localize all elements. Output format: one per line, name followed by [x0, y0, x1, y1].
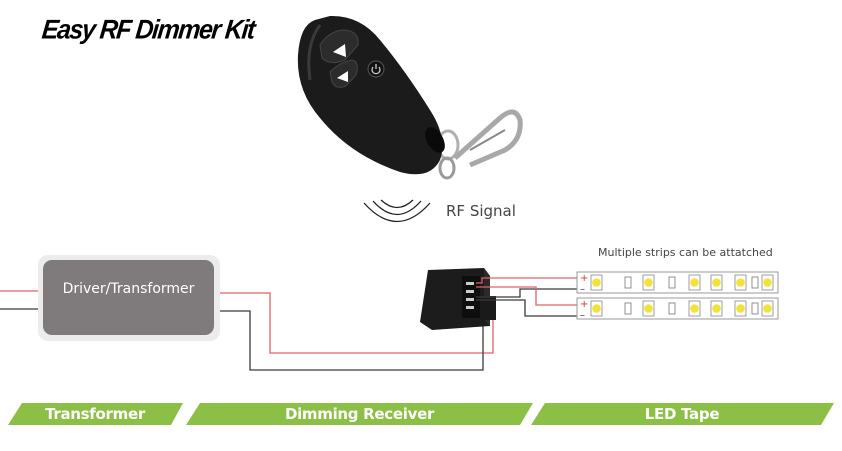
- led-light: [736, 304, 745, 313]
- keyring-icon: [436, 109, 523, 180]
- strip1-negative-wire: [476, 288, 580, 298]
- rf-signal-icon: [363, 199, 431, 223]
- led-light: [644, 278, 653, 287]
- resistor: [624, 302, 632, 315]
- band-label-dimming-receiver: Dimming Receiver: [284, 405, 435, 423]
- led-light: [763, 278, 772, 287]
- driver-label: Driver/Transformer: [62, 280, 195, 297]
- resistor: [668, 302, 676, 315]
- resistor: [751, 276, 759, 289]
- band-dimming-receiver: [186, 403, 533, 425]
- led-light: [592, 304, 601, 313]
- band-label-transformer: Transformer: [45, 405, 145, 423]
- led-light: [763, 304, 772, 313]
- resistor: [751, 302, 759, 315]
- band-led-tape: [531, 403, 834, 425]
- minus-sign: –: [580, 310, 585, 321]
- up-arrow-icon: [333, 44, 346, 57]
- led-light: [712, 304, 721, 313]
- minus-sign: –: [580, 284, 585, 295]
- led-light: [690, 278, 699, 287]
- led-light: [644, 304, 653, 313]
- strip2-negative-wire: [476, 299, 580, 317]
- led-light: [712, 278, 721, 287]
- resistor: [668, 276, 676, 289]
- down-arrow-icon: [337, 71, 348, 82]
- led-strip-1: +–: [576, 271, 779, 295]
- dimming-receiver: [420, 268, 496, 330]
- led-light: [592, 278, 601, 287]
- strip-tape: [576, 297, 779, 320]
- down-button[interactable]: [329, 59, 358, 88]
- led-strips: +–+–: [576, 271, 779, 321]
- led-light: [690, 304, 699, 313]
- strip2-positive-wire: [476, 286, 580, 306]
- resistor: [624, 276, 632, 289]
- power-icon: [371, 66, 381, 75]
- band-transformer: [8, 403, 183, 425]
- remote-body: [297, 15, 443, 175]
- driver-transformer-box: Driver/Transformer: [43, 260, 214, 335]
- led-strip-2: +–: [576, 297, 779, 321]
- multiple-strips-note: Multiple strips can be attatched: [598, 246, 773, 259]
- power-button[interactable]: [367, 60, 385, 78]
- band-label-led-tape: LED Tape: [644, 405, 720, 423]
- remote-control: [297, 15, 523, 180]
- led-light: [736, 278, 745, 287]
- plus-sign: +: [580, 299, 588, 310]
- up-button[interactable]: [319, 29, 359, 64]
- strip1-positive-wire: [476, 277, 580, 284]
- strip-tape: [576, 271, 779, 294]
- rf-signal-label: RF Signal: [446, 202, 516, 220]
- plus-sign: +: [580, 273, 588, 284]
